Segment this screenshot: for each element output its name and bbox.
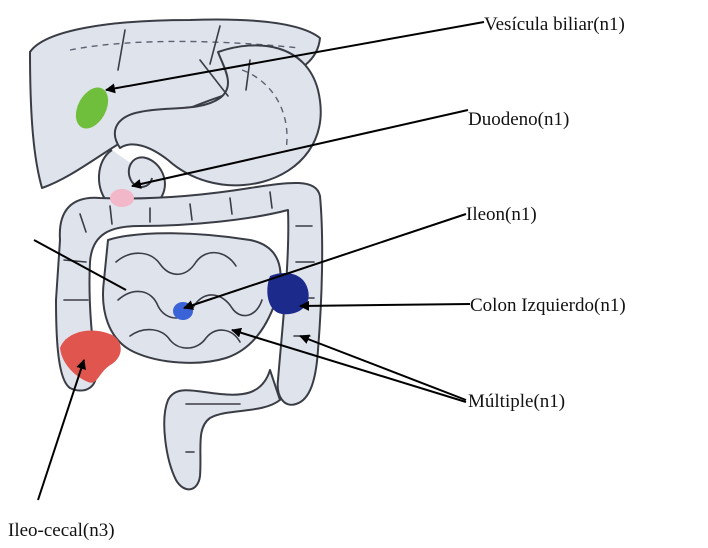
pointer-ileo-cecal (38, 360, 84, 500)
label-ileo-cecal: Ileo-cecal(n3) (8, 521, 115, 540)
duodenum-spot (110, 189, 134, 207)
pointer-colon-izquierdo (300, 304, 470, 306)
ileum-spot (173, 302, 193, 320)
small-intestine (103, 233, 280, 363)
pointer-multiple-a (300, 336, 466, 400)
label-multiple: Múltiple(n1) (468, 392, 565, 411)
rectum (164, 370, 280, 489)
label-vesicula-biliar: Vesícula biliar(n1) (484, 15, 625, 34)
label-colon-izquierdo: Colon Izquierdo(n1) (470, 296, 626, 315)
label-duodeno: Duodeno(n1) (468, 110, 569, 129)
label-ileon: Ileon(n1) (466, 205, 537, 224)
